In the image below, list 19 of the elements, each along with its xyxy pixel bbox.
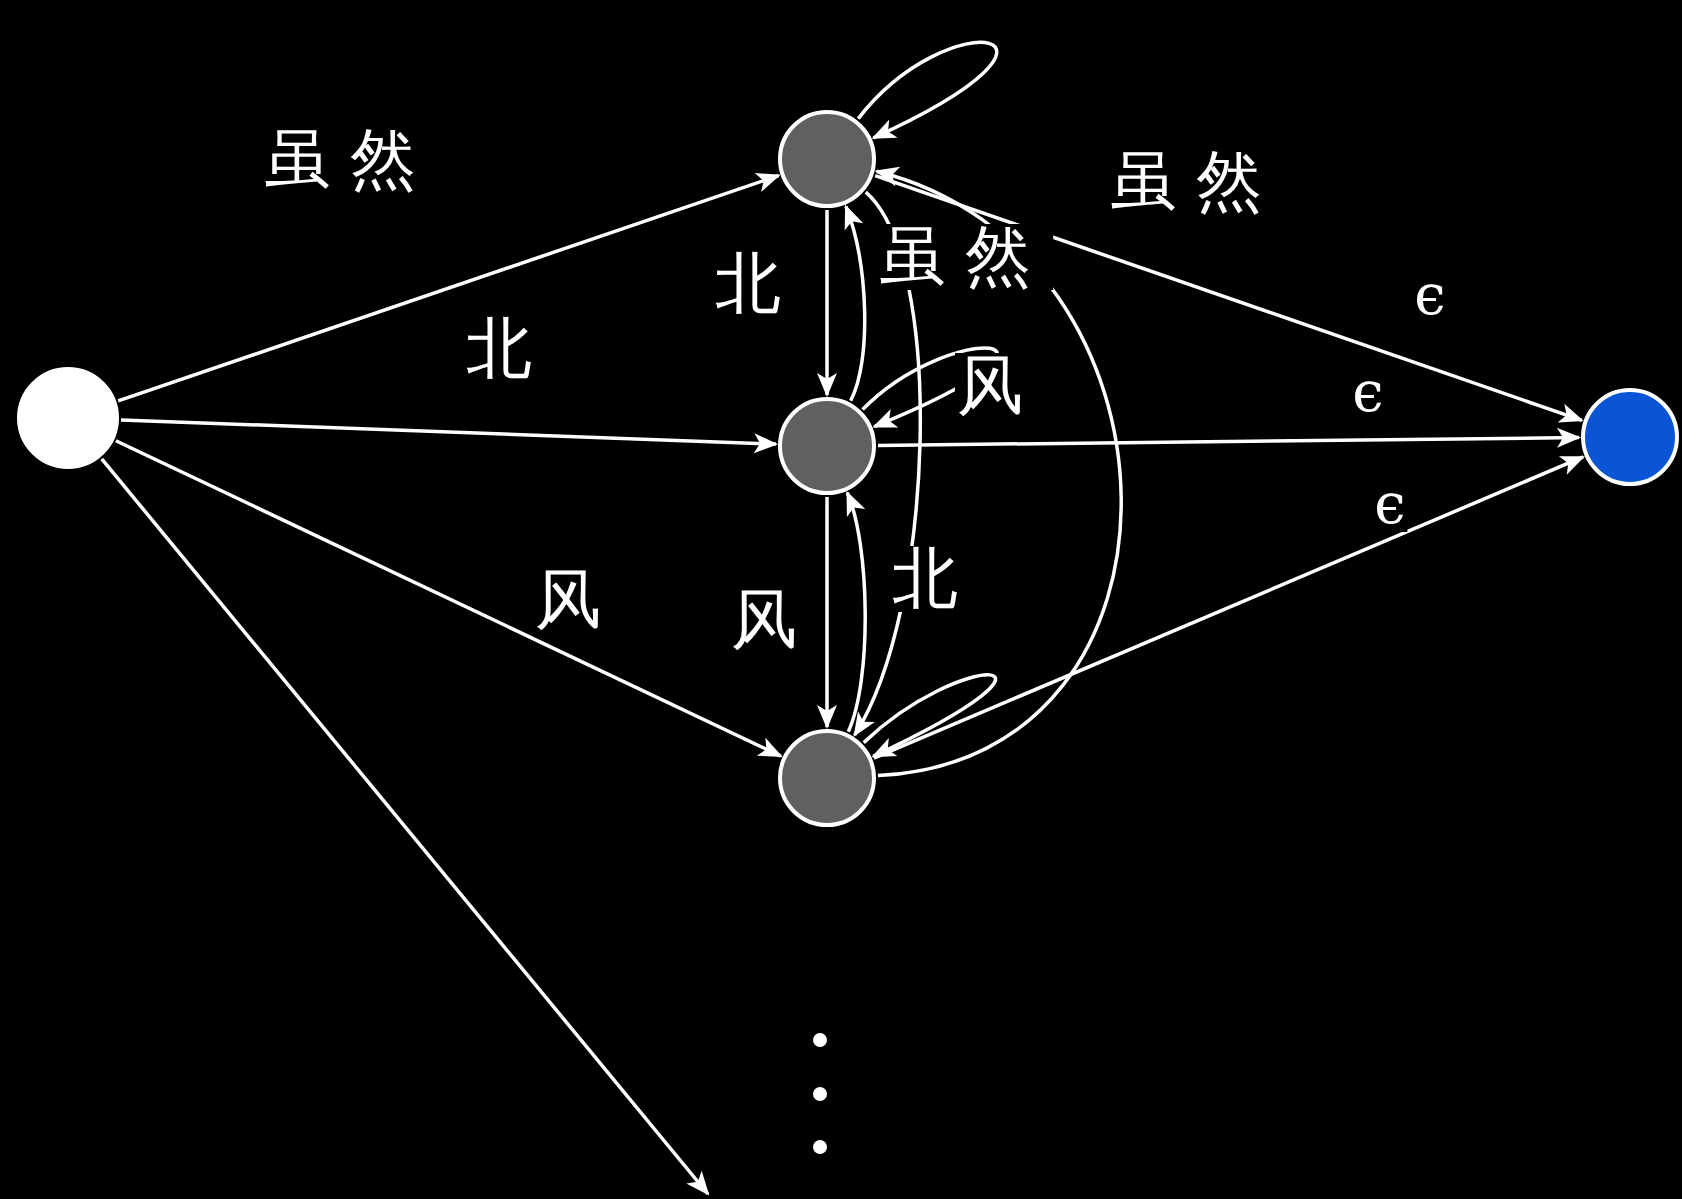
arrow <box>100 457 710 1196</box>
arrow <box>817 497 837 729</box>
state-circle <box>778 729 876 827</box>
self-loop-arrow <box>856 40 998 140</box>
arrow <box>874 174 1584 423</box>
self-loop-arrow <box>862 673 997 758</box>
edge-label: 虽然 <box>877 224 1053 290</box>
arrow <box>843 204 867 402</box>
arrow <box>817 210 837 397</box>
arrow <box>878 427 1581 448</box>
edge-label: 北 <box>713 251 783 317</box>
arrow <box>874 169 1123 778</box>
edge-label: 北 <box>464 316 534 382</box>
arrow <box>120 418 779 454</box>
arrow <box>873 455 1585 760</box>
edge-label: 北 <box>890 546 960 612</box>
arrow <box>115 439 783 758</box>
arrow <box>117 173 781 403</box>
arrow <box>845 490 867 733</box>
